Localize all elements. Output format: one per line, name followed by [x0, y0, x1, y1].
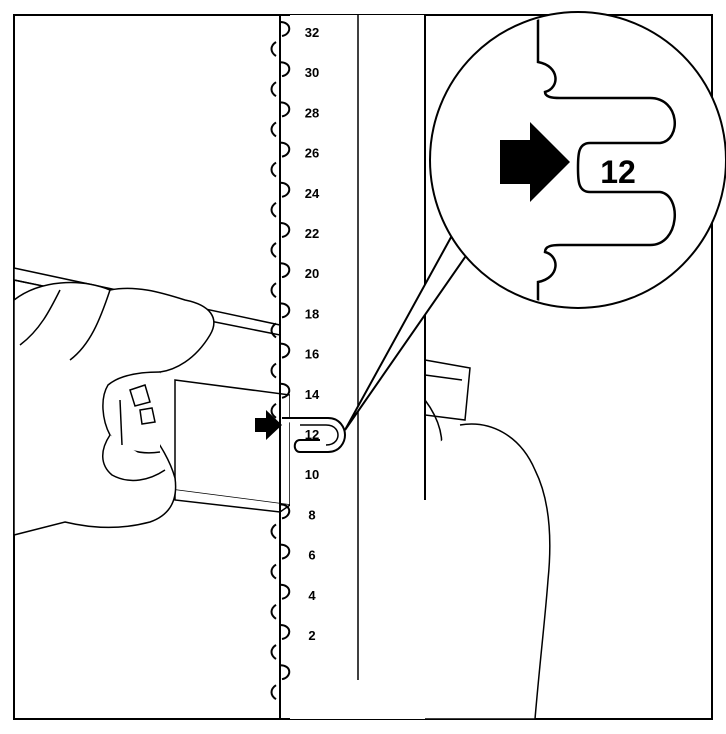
rail-notch-tick — [270, 523, 277, 540]
rail-scale-label: 32 — [305, 25, 319, 40]
callout-big-arrow-icon — [500, 122, 570, 202]
rail-notch — [279, 664, 291, 681]
rail-notch-tick — [270, 41, 277, 57]
rail-notch — [279, 624, 291, 640]
rail-notch-tick — [270, 402, 277, 419]
rail-notch — [279, 543, 291, 560]
rail-notch-tick — [270, 282, 277, 299]
rail-notch-tick — [270, 362, 277, 379]
rail-notch-tick — [270, 644, 277, 660]
rail-notch-tick — [270, 563, 277, 580]
rail-slot-12 — [282, 417, 347, 453]
rail-scale-label: 4 — [308, 588, 316, 603]
rail-scale-label: 14 — [305, 387, 320, 402]
vertical-rail — [279, 15, 426, 719]
rail-notch — [279, 101, 291, 118]
rail-notch — [279, 583, 291, 600]
rail-notch — [279, 61, 291, 78]
rail-notch-tick — [270, 322, 277, 339]
rail-notch-tick — [270, 81, 277, 98]
rail-notch — [279, 181, 291, 198]
rail-scale-labels: 32 30 28 26 24 22 20 18 16 14 12 10 8 6 4 2 — [305, 25, 320, 643]
rail-notch — [279, 503, 291, 520]
rail-slot-12-lower — [300, 424, 339, 446]
rail-scale-label: 28 — [305, 105, 319, 120]
magnified-callout: 12 — [429, 11, 726, 309]
rail-notch-tick — [270, 603, 277, 620]
rail-scale-label: 16 — [305, 347, 319, 362]
rail-scale-label: 2 — [308, 628, 315, 643]
rail-scale-label: 24 — [305, 186, 320, 201]
rail-scale-label: 22 — [305, 226, 319, 241]
rail-scale-label: 20 — [305, 266, 319, 281]
rail-notch-tick — [270, 242, 277, 258]
arrow-right-icon — [255, 410, 282, 440]
rail-notch — [279, 141, 291, 158]
callout-number: 12 — [600, 154, 636, 190]
rail-scale-label: 26 — [305, 146, 319, 161]
rail-scale-label: 10 — [305, 467, 319, 482]
rail-notch — [279, 342, 291, 359]
rail-notch — [279, 262, 291, 279]
rail-notch-tick — [270, 121, 277, 138]
rail-notch — [279, 21, 291, 37]
rail-scale-label: 12 — [305, 427, 319, 442]
rail-scale-label: 6 — [308, 548, 315, 563]
left-hand-and-bracket — [13, 267, 291, 536]
rail-notch — [279, 302, 291, 319]
rail-notch — [279, 382, 291, 399]
rail-notch-tick — [270, 161, 277, 178]
rail-scale-label: 8 — [308, 507, 315, 522]
rail-notch-tick — [270, 684, 277, 701]
rail-notch — [279, 222, 291, 238]
rail-notches — [270, 21, 291, 701]
rail-notch-tick — [270, 201, 277, 218]
rail-scale-label: 18 — [305, 306, 319, 321]
rail-scale-label: 30 — [305, 65, 319, 80]
